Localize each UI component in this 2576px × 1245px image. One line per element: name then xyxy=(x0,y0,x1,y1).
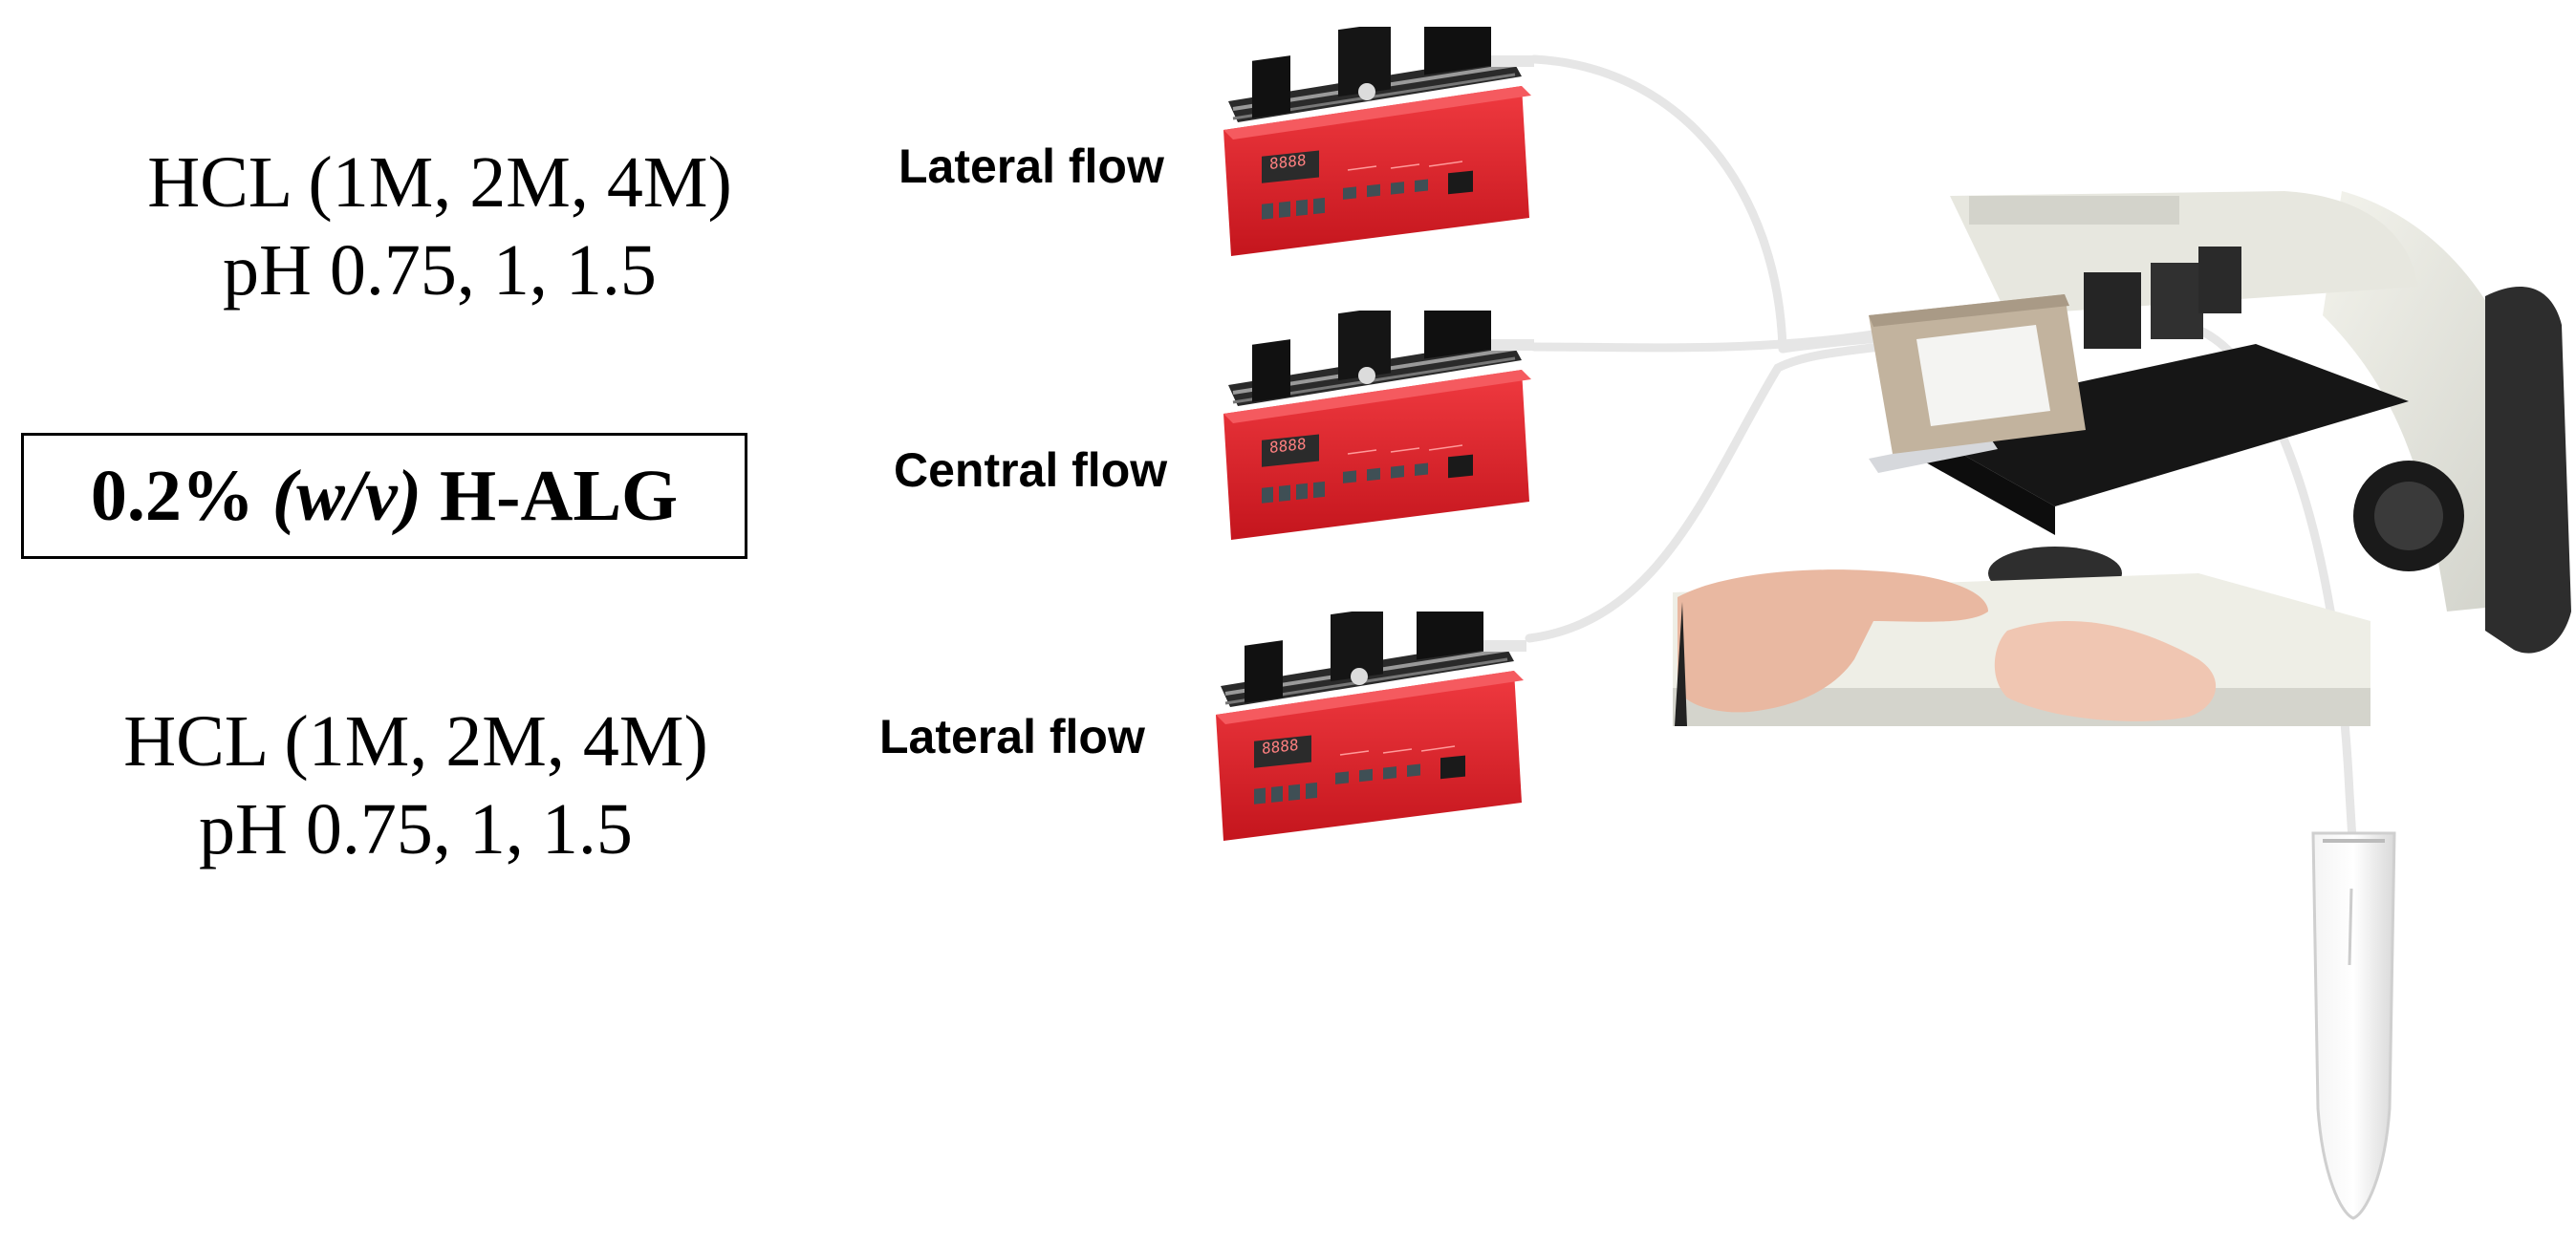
solution-italic: (w/v) xyxy=(271,455,422,536)
flow-label-middle: Central flow xyxy=(894,443,1168,497)
central-solution-box: 0.2% (w/v) H-ALG xyxy=(21,433,747,559)
reagent-top-ph: pH 0.75, 1, 1.5 xyxy=(223,230,657,311)
solution-suffix: H-ALG xyxy=(422,455,679,536)
syringe-pump-middle-icon xyxy=(1223,311,1536,540)
flow-label-bottom: Lateral flow xyxy=(879,710,1145,763)
tube-bottom xyxy=(1525,339,1907,643)
reagent-top-concentration: HCL (1M, 2M, 4M) xyxy=(147,142,732,223)
reagent-top: HCL (1M, 2M, 4M) pH 0.75, 1, 1.5 xyxy=(67,139,812,314)
reagent-bottom-ph: pH 0.75, 1, 1.5 xyxy=(199,789,633,869)
syringe-pump-bottom-icon xyxy=(1216,612,1528,841)
tube-top xyxy=(1529,54,1787,354)
collection-tube-icon xyxy=(2311,831,2396,1220)
reagent-bottom: HCL (1M, 2M, 4M) pH 0.75, 1, 1.5 xyxy=(43,698,789,873)
microfluidic-chip-icon xyxy=(1869,294,2086,454)
flow-label-top: Lateral flow xyxy=(898,140,1164,193)
hands-image xyxy=(1675,569,2217,726)
syringe-pump-top-icon xyxy=(1223,27,1536,256)
solution-prefix: 0.2% xyxy=(90,455,272,536)
reagent-bottom-concentration: HCL (1M, 2M, 4M) xyxy=(123,701,708,782)
